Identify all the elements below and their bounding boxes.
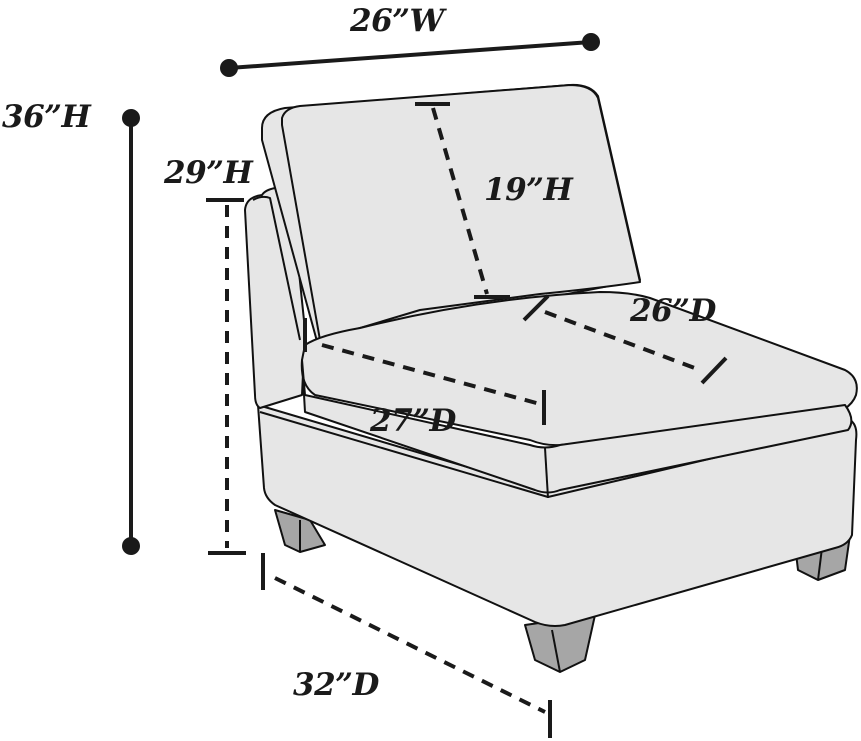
width-dimension-line bbox=[220, 33, 600, 77]
seat-depth-dimension-line bbox=[522, 294, 728, 385]
back-cushion-height-dimension-line bbox=[415, 102, 510, 299]
chair-back-cushion bbox=[281, 84, 641, 341]
chair-seat-front bbox=[301, 359, 853, 494]
side-height-label: 29”H bbox=[164, 155, 253, 191]
overall-depth-label: 32”D bbox=[293, 667, 379, 703]
seat-depth-label: 26”D bbox=[630, 293, 716, 329]
back-cushion-height-label: 19”H bbox=[484, 172, 573, 208]
overall-depth-dimension-line bbox=[261, 553, 552, 738]
width-label: 26”W bbox=[350, 3, 444, 39]
side-height-dimension-line bbox=[206, 198, 246, 555]
chair-seat-cushion bbox=[300, 291, 858, 447]
height-dimension-line bbox=[122, 109, 140, 555]
inner-seat-depth-dimension-line bbox=[303, 318, 546, 425]
overall-height-label: 36”H bbox=[2, 99, 91, 135]
inner-seat-depth-label: 27”D bbox=[370, 403, 456, 439]
